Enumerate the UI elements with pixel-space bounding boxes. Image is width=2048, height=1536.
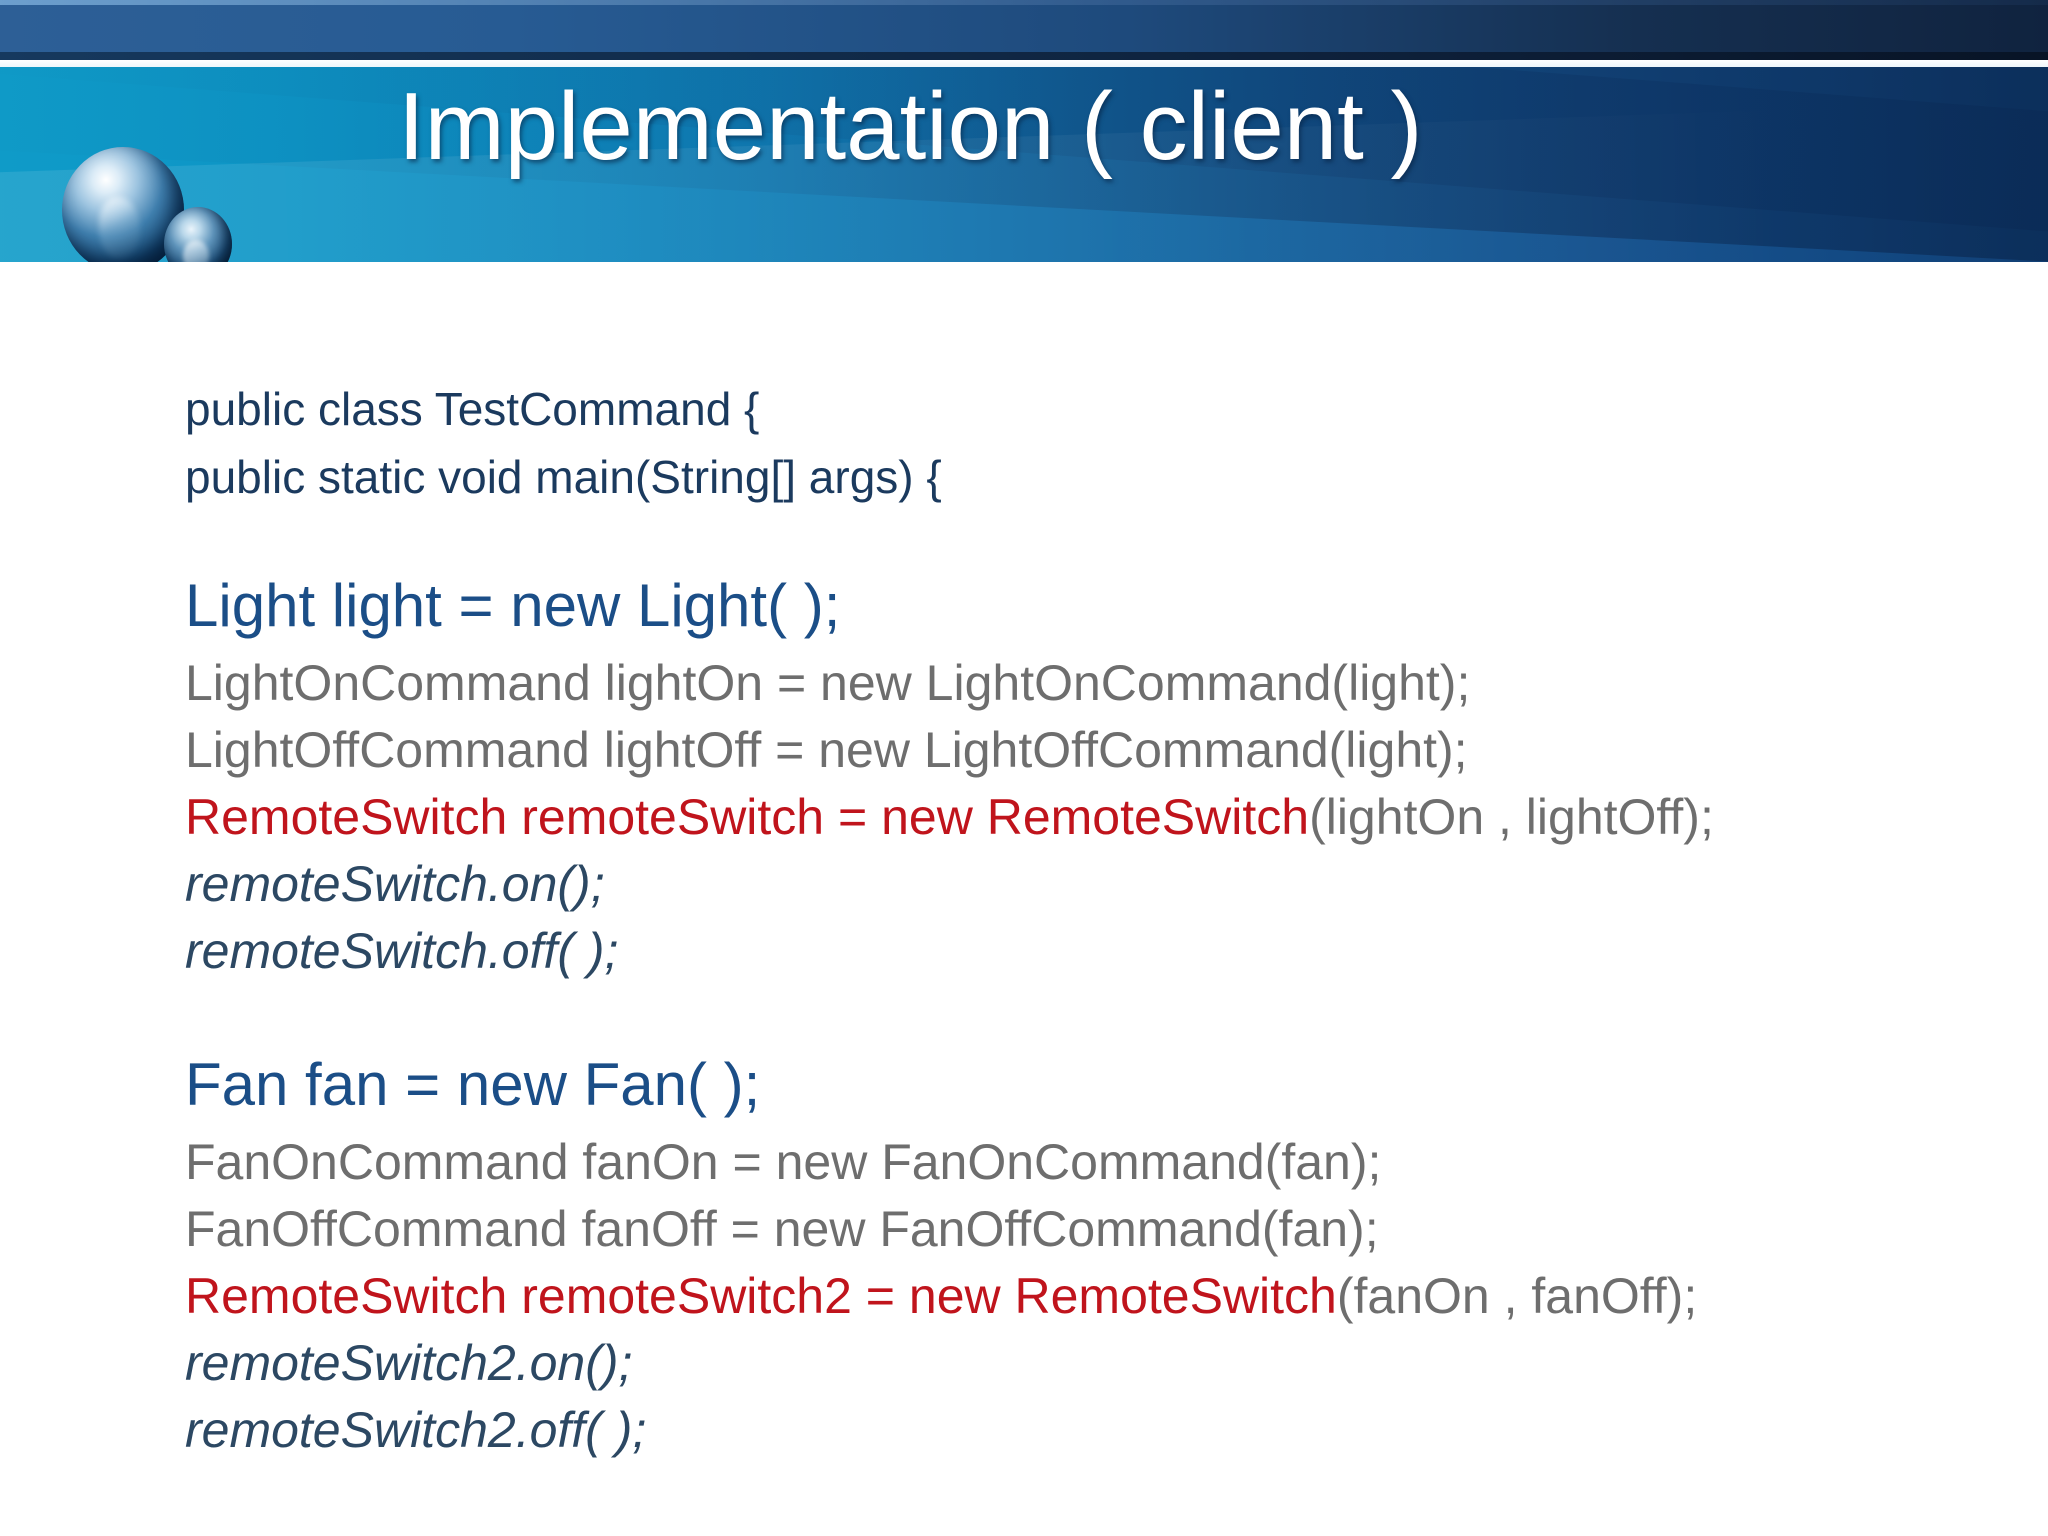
code-spacer-2: [185, 993, 1985, 1055]
code-spacer-1: [185, 522, 1985, 576]
code-line-fan-off-command: FanOffCommand fanOff = new FanOffCommand…: [185, 1201, 1379, 1257]
code-line-light-on-command: LightOnCommand lightOn = new LightOnComm…: [185, 655, 1471, 711]
code-line-main-decl: public static void main(String[] args) {: [185, 451, 942, 503]
top-strip-highlight: [0, 0, 2048, 5]
top-separator-line: [0, 60, 2048, 67]
code-line-remote-off-1: remoteSwitch.off( );: [185, 923, 619, 979]
code-line-remote-on-1: remoteSwitch.on();: [185, 856, 605, 912]
top-accent-strip: [0, 0, 2048, 60]
code-line-class-decl: public class TestCommand {: [185, 383, 760, 435]
slide-header: Implementation ( client ): [0, 0, 2048, 268]
remote-switch-2-keyword: RemoteSwitch remoteSwitch2 = new RemoteS…: [185, 1268, 1337, 1324]
remote-switch-1-keyword: RemoteSwitch remoteSwitch = new RemoteSw…: [185, 789, 1310, 845]
logo-small-sphere-icon: [164, 207, 232, 262]
code-line-remote-switch-2: RemoteSwitch remoteSwitch2 = new RemoteS…: [185, 1271, 1985, 1338]
code-listing: public class TestCommand { public static…: [185, 386, 1985, 1472]
title-banner: Implementation ( client ): [0, 67, 2048, 262]
top-strip-lowlight: [0, 52, 2048, 60]
page-title: Implementation ( client ): [398, 73, 1423, 180]
code-line-remote-switch-1: RemoteSwitch remoteSwitch = new RemoteSw…: [185, 792, 1985, 859]
code-line-remote-off-2: remoteSwitch2.off( );: [185, 1402, 647, 1458]
code-line-fan-on-command: FanOnCommand fanOn = new FanOnCommand(fa…: [185, 1134, 1382, 1190]
code-line-fan-ctor: Fan fan = new Fan( );: [185, 1051, 761, 1118]
code-line-light-ctor: Light light = new Light( );: [185, 572, 841, 639]
remote-switch-1-arguments: (lightOn , lightOff);: [1309, 789, 1714, 845]
remote-switch-2-arguments: (fanOn , fanOff);: [1336, 1268, 1698, 1324]
sphere-logo-icon: [52, 145, 292, 262]
code-line-remote-on-2: remoteSwitch2.on();: [185, 1335, 633, 1391]
code-line-light-off-command: LightOffCommand lightOff = new LightOffC…: [185, 722, 1468, 778]
banner-bottom-line: [0, 262, 2048, 268]
